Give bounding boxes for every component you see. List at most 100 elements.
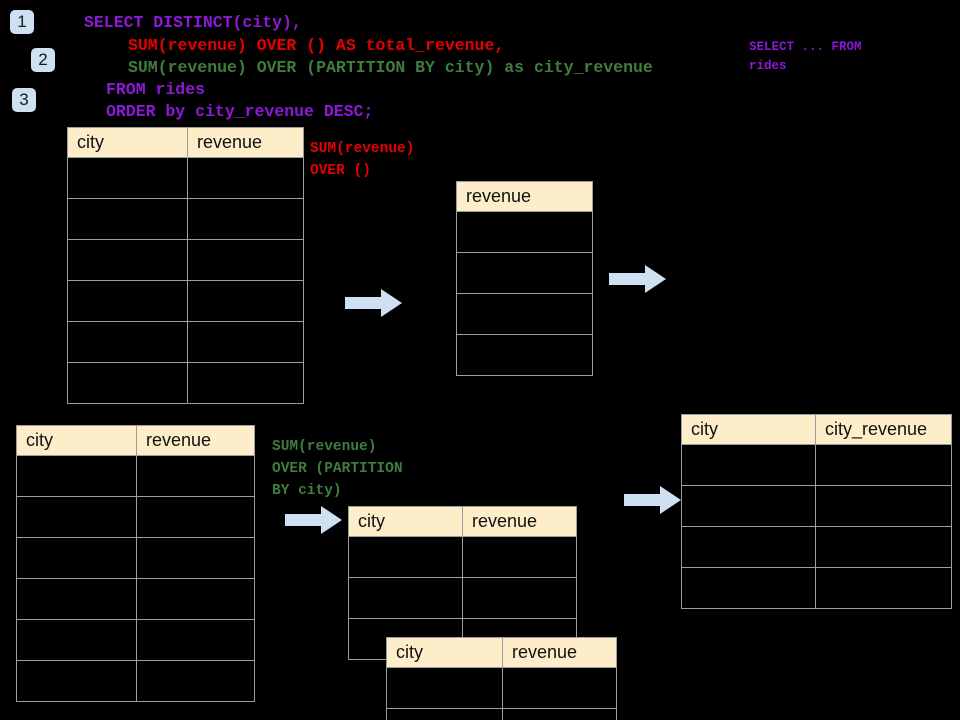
table-cell <box>815 567 952 609</box>
table-row <box>16 455 255 497</box>
step-badge-3: 3 <box>12 88 36 112</box>
table-cell <box>681 526 816 568</box>
arrow-rides-to-total <box>345 288 403 318</box>
table-row <box>16 537 255 579</box>
table-row <box>67 362 304 404</box>
table-row <box>681 567 952 609</box>
sql-line-sum-over-empty: SUM(revenue) OVER () AS total_revenue, <box>128 36 505 55</box>
table-cell <box>136 537 255 579</box>
column-header-revenue: revenue <box>502 637 617 668</box>
table-row <box>681 444 952 486</box>
table-cell <box>386 667 503 709</box>
table-row <box>67 321 304 363</box>
table-row <box>456 293 593 335</box>
table-header-row: city revenue <box>386 637 617 668</box>
table-row <box>456 334 593 376</box>
table-row <box>681 526 952 568</box>
annotation-sum-over-partition: SUM(revenue) OVER (PARTITION BY city) <box>272 439 403 499</box>
table-row <box>67 239 304 281</box>
step-badge-2: 2 <box>31 48 55 72</box>
table-cell <box>681 444 816 486</box>
table-row <box>67 157 304 199</box>
table-cell <box>681 567 816 609</box>
table-row <box>348 536 577 578</box>
table-cell <box>16 578 137 620</box>
column-header-revenue: revenue <box>462 506 577 537</box>
column-header-city: city <box>67 127 188 158</box>
table-cell <box>187 280 304 322</box>
table-cell <box>136 619 255 661</box>
table-cell <box>16 455 137 497</box>
table-cell <box>456 334 593 376</box>
rides-table-top: city revenue <box>67 127 304 404</box>
table-cell <box>502 708 617 720</box>
table-cell <box>136 660 255 702</box>
table-cell <box>462 536 577 578</box>
table-cell <box>462 577 577 619</box>
table-cell <box>815 526 952 568</box>
sql-side-note-select-from-rides: SELECT ... FROM rides <box>749 40 862 73</box>
table-cell <box>187 157 304 199</box>
table-cell <box>67 239 188 281</box>
table-row <box>67 280 304 322</box>
column-header-revenue: revenue <box>456 181 593 212</box>
table-cell <box>456 211 593 253</box>
table-cell <box>187 362 304 404</box>
table-cell <box>348 577 463 619</box>
table-cell <box>67 321 188 363</box>
table-cell <box>348 536 463 578</box>
table-cell <box>187 321 304 363</box>
rides-table-bottom: city revenue <box>16 425 255 702</box>
table-header-row: city revenue <box>16 425 255 456</box>
table-cell <box>67 362 188 404</box>
column-header-city-revenue: city_revenue <box>815 414 952 445</box>
table-row <box>681 485 952 527</box>
table-cell <box>187 198 304 240</box>
table-cell <box>386 708 503 720</box>
table-row <box>348 577 577 619</box>
table-cell <box>67 157 188 199</box>
table-row <box>67 198 304 240</box>
column-header-revenue: revenue <box>136 425 255 456</box>
table-row <box>386 667 617 709</box>
table-cell <box>136 496 255 538</box>
table-header-row: revenue <box>456 181 593 212</box>
table-row <box>16 619 255 661</box>
annotation-sum-over-empty: SUM(revenue) OVER () <box>310 141 415 179</box>
table-cell <box>502 667 617 709</box>
table-row <box>386 708 617 720</box>
table-cell <box>67 280 188 322</box>
step-badge-1: 1 <box>10 10 34 34</box>
table-cell <box>815 444 952 486</box>
total-revenue-table: revenue <box>456 181 593 376</box>
sql-line-order-by: ORDER by city_revenue DESC; <box>106 102 374 121</box>
table-cell <box>16 496 137 538</box>
table-row <box>456 252 593 294</box>
table-cell <box>16 660 137 702</box>
table-cell <box>67 198 188 240</box>
column-header-revenue: revenue <box>187 127 304 158</box>
partition-table-front: city revenue <box>386 637 617 720</box>
table-row <box>16 578 255 620</box>
arrow-rides-to-partition <box>285 505 343 535</box>
table-cell <box>815 485 952 527</box>
column-header-city: city <box>681 414 816 445</box>
table-cell <box>16 619 137 661</box>
table-cell <box>187 239 304 281</box>
sql-line-sum-over-partition: SUM(revenue) OVER (PARTITION BY city) as… <box>128 58 653 77</box>
arrow-total-to-result-top <box>609 264 667 294</box>
arrow-partition-to-result <box>624 485 682 515</box>
table-cell <box>136 578 255 620</box>
table-header-row: city revenue <box>348 506 577 537</box>
column-header-city: city <box>386 637 503 668</box>
table-row <box>16 496 255 538</box>
table-cell <box>681 485 816 527</box>
sql-line-select-distinct: SELECT DISTINCT(city), <box>84 13 302 32</box>
column-header-city: city <box>16 425 137 456</box>
column-header-city: city <box>348 506 463 537</box>
table-header-row: city city_revenue <box>681 414 952 445</box>
table-cell <box>456 293 593 335</box>
table-row <box>456 211 593 253</box>
sql-line-from-rides: FROM rides <box>106 80 206 99</box>
